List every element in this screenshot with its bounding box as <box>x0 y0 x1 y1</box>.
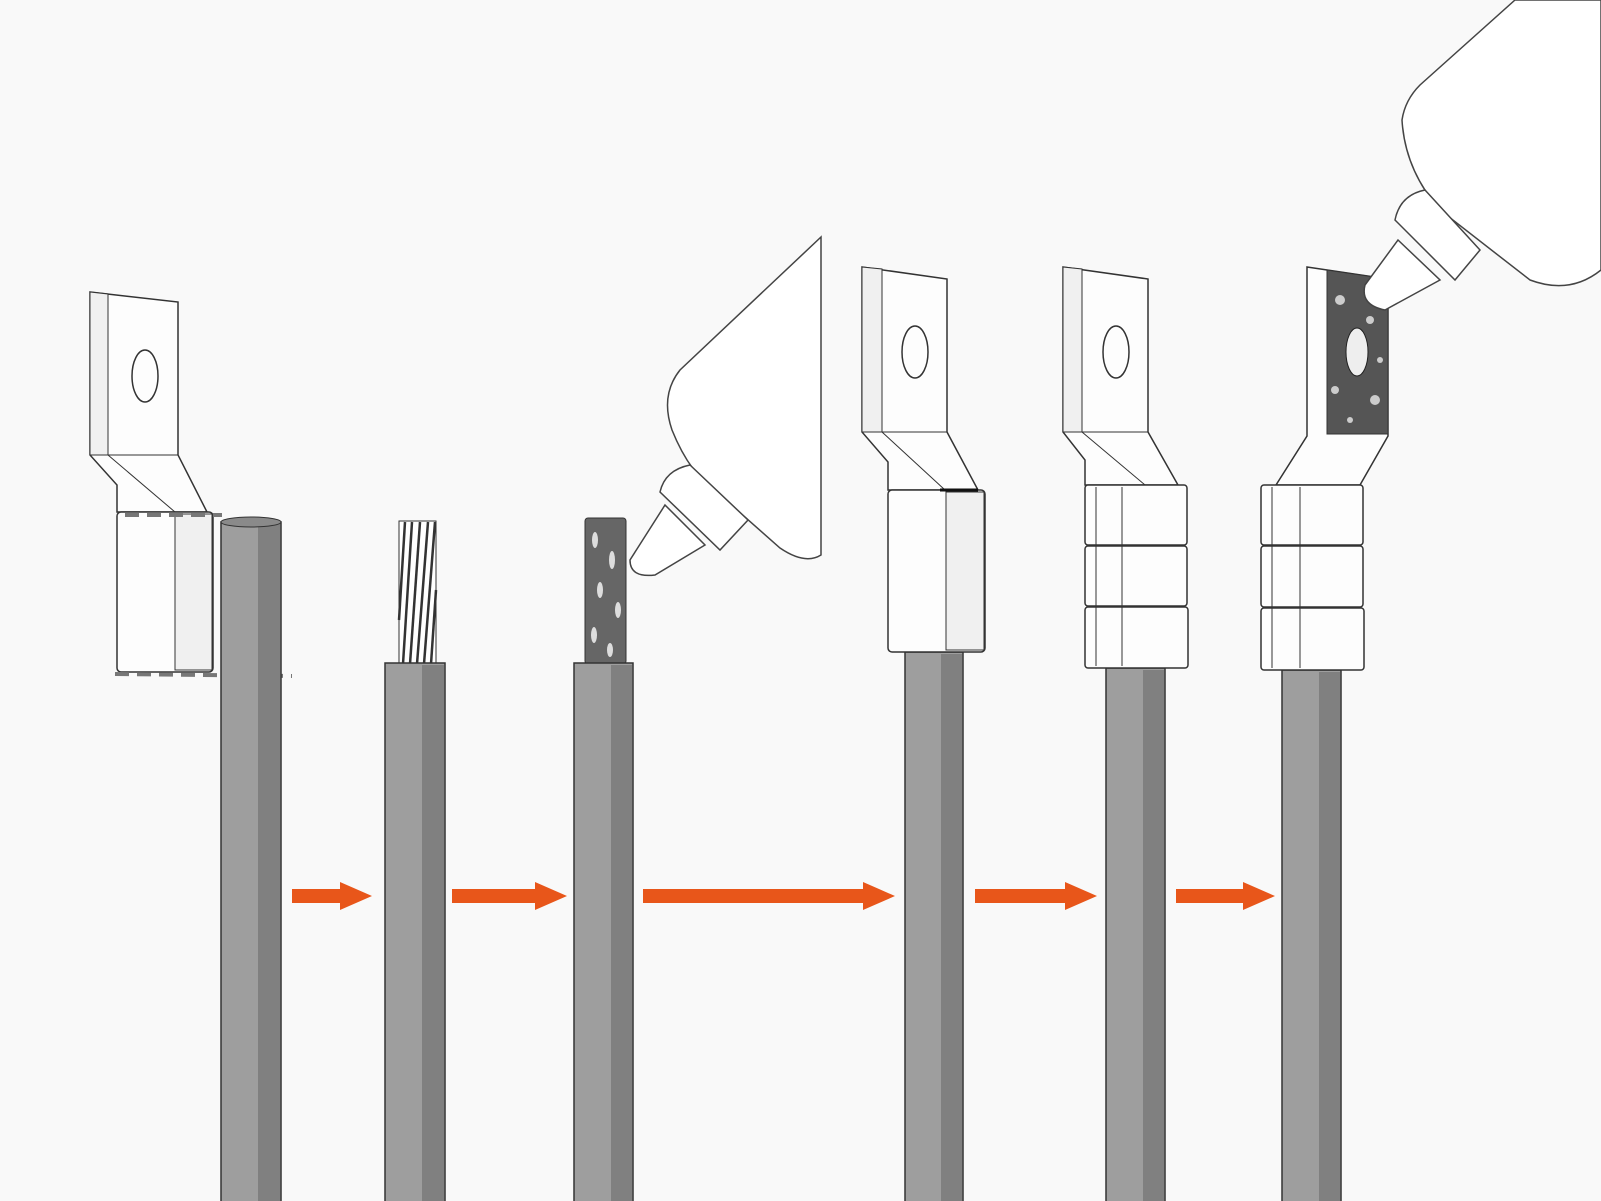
compound-bottle-1 <box>629 235 822 577</box>
compound-bottle-2 <box>1363 0 1601 311</box>
step-2-stripped-cable <box>384 520 446 1201</box>
arrow-right-icon <box>643 882 895 910</box>
process-arrows <box>292 882 1275 910</box>
lug-1 <box>89 291 293 678</box>
lug-hole-icon <box>1102 325 1130 379</box>
arrow-right-icon <box>1176 882 1275 910</box>
lug-hole-icon <box>131 349 159 403</box>
coated-strands <box>584 517 627 665</box>
step-1-measure <box>89 291 293 1201</box>
cable-1 <box>220 516 282 1201</box>
arrow-right-icon <box>292 882 372 910</box>
step-6-compound-on-lug <box>1260 0 1601 1201</box>
arrow-right-icon <box>975 882 1097 910</box>
arrow-right-icon <box>452 882 567 910</box>
lug-hole-icon <box>901 325 929 379</box>
step-5-lug-crimped <box>1062 266 1189 1201</box>
lug-hole-icon <box>1345 327 1369 377</box>
step-4-lug-fitted <box>861 266 986 1201</box>
step-3-compound-on-strands <box>573 235 822 1201</box>
